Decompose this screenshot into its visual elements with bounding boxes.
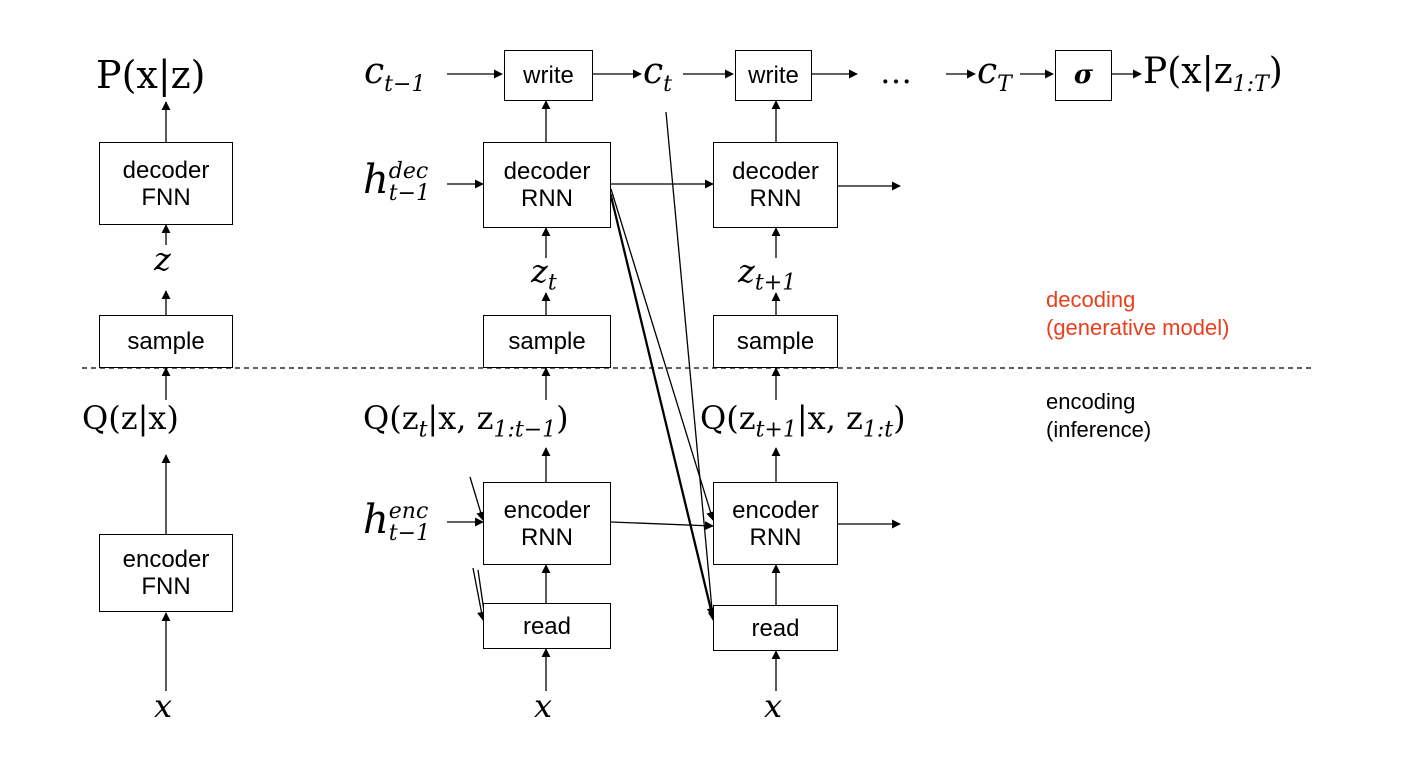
decoding-line2: (generative model) [1046, 315, 1230, 340]
z-t-label: zt [531, 252, 557, 296]
x-input-t: x [534, 687, 553, 725]
q-zt1-label: Q(zt+1|x, z1:t) [700, 399, 906, 443]
sample-box-t-plus-1: sample [713, 315, 838, 368]
z-label: z [154, 240, 171, 278]
encoding-annotation: encoding (inference) [1046, 388, 1151, 444]
p-final-label: P(x|z1:T) [1143, 51, 1283, 98]
decoder-rnn-box-t: decoder RNN [483, 142, 611, 228]
sigma-box: σ [1055, 50, 1112, 101]
x-input-left: x [154, 687, 173, 725]
p-x-given-z-label: P(x|z) [96, 53, 206, 97]
decoder-rnn-t1-line1: decoder [732, 158, 819, 185]
sample-box-left: sample [99, 315, 233, 368]
q-z-given-x-label: Q(z|x) [82, 399, 179, 437]
x-input-t-plus-1: x [764, 687, 783, 725]
encoder-fnn-box: encoder FNN [99, 534, 233, 612]
ellipsis: … [880, 53, 912, 91]
encoder-rnn-box-t-plus-1: encoder RNN [713, 482, 838, 565]
encoder-fnn-line2: FNN [141, 573, 191, 600]
encoder-rnn-t1-line2: RNN [749, 523, 802, 551]
sample-box-t: sample [483, 315, 611, 368]
decoding-line1: decoding [1046, 287, 1136, 312]
c-T-label: cT [977, 51, 1012, 98]
decoder-rnn-t-line1: decoder [503, 158, 591, 185]
z-t-plus-1-label: zt+1 [738, 252, 797, 296]
encoder-rnn-t-line2: RNN [521, 523, 573, 551]
decoder-fnn-box: decoder FNN [99, 142, 233, 225]
read-box-t: read [483, 603, 611, 649]
decoding-annotation: decoding (generative model) [1046, 286, 1229, 342]
decoder-rnn-box-t-plus-1: decoder RNN [713, 142, 838, 228]
write-box-t: write [504, 50, 593, 101]
c-t-minus-1-label: ct−1 [364, 51, 426, 98]
q-zt-label: Q(zt|x, z1:t−1) [363, 399, 569, 443]
encoder-rnn-t1-line1: encoder [732, 496, 819, 524]
encoding-line2: (inference) [1046, 417, 1152, 442]
decoder-fnn-line2: FNN [141, 183, 191, 211]
c-t-label: ct [643, 51, 673, 98]
read-box-t-plus-1: read [713, 605, 838, 651]
encoder-fnn-line1: encoder [122, 546, 210, 573]
decoder-fnn-line1: decoder [122, 156, 210, 184]
write-box-t-plus-1: write [735, 50, 812, 101]
decoder-rnn-t1-line2: RNN [749, 185, 802, 212]
decoder-rnn-t-line2: RNN [521, 185, 573, 212]
encoding-line1: encoding [1046, 389, 1136, 414]
encoder-rnn-box-t: encoder RNN [483, 482, 611, 565]
encoder-rnn-t-line1: encoder [503, 496, 591, 524]
